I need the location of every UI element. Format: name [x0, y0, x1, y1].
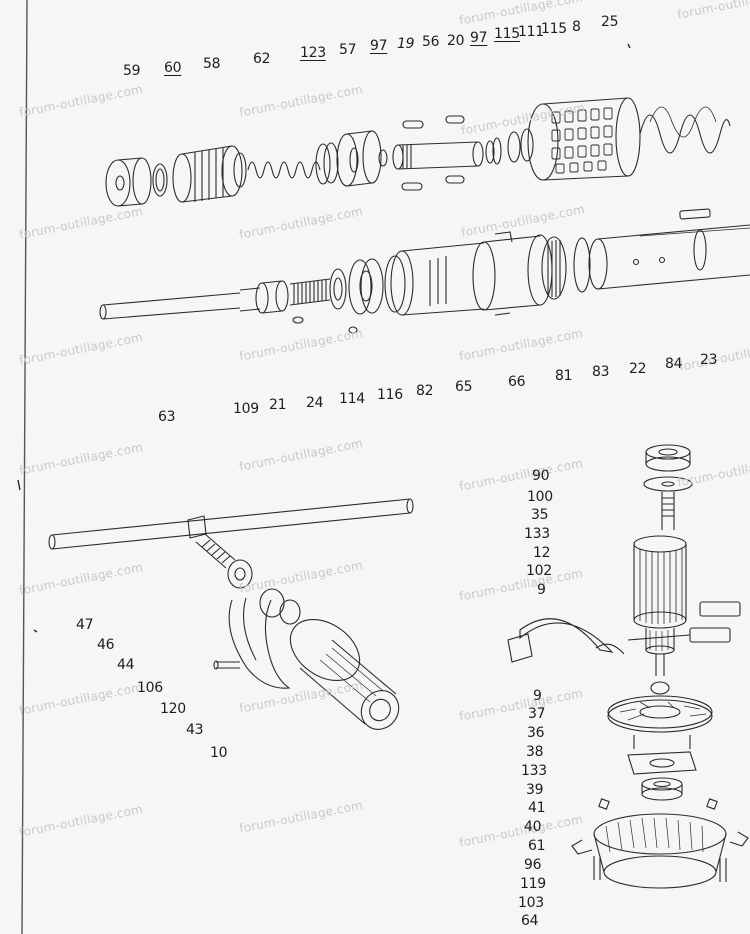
- part-callout: 9: [537, 582, 546, 598]
- part-callout: 20: [447, 33, 465, 49]
- part-callout: 40: [524, 819, 542, 835]
- part-callout: 115: [494, 26, 520, 42]
- part-callout: 119: [520, 876, 546, 892]
- part-callout: 115: [541, 21, 567, 37]
- part-callout: 58: [203, 56, 221, 72]
- part-callout: 133: [524, 526, 550, 542]
- part-callout: 97: [470, 30, 488, 46]
- part-callout: 120: [160, 701, 186, 717]
- part-callout: 10: [210, 745, 228, 761]
- part-callout: 103: [518, 895, 544, 911]
- part-callout: 116: [377, 387, 403, 403]
- part-callout: 22: [629, 361, 647, 377]
- page-border-line: [21, 0, 28, 934]
- part-callout: 82: [416, 383, 434, 399]
- part-callout: 37: [528, 706, 546, 722]
- part-callout: 23: [700, 352, 718, 368]
- part-callout: 59: [123, 63, 141, 79]
- part-callout: 21: [269, 397, 287, 413]
- part-callout: 65: [455, 379, 473, 395]
- part-callout: 41: [528, 800, 546, 816]
- part-callout: 90: [532, 468, 550, 484]
- part-callout: 84: [665, 356, 683, 372]
- part-callout: 12: [533, 545, 551, 561]
- part-callout: 123: [300, 45, 326, 61]
- part-callout: 36: [527, 725, 545, 741]
- part-callout: 64: [521, 913, 539, 929]
- part-callout: 9: [533, 688, 542, 704]
- part-callout: 39: [526, 782, 544, 798]
- motor-assembly-drawing: [507, 444, 749, 889]
- part-callout: 25: [601, 14, 619, 30]
- part-callout: 60: [164, 60, 182, 76]
- part-callout: 8: [572, 19, 581, 35]
- part-callout: 38: [526, 744, 544, 760]
- part-callout: 63: [158, 409, 176, 425]
- part-callout: 62: [253, 51, 271, 67]
- part-callout: 97: [370, 38, 388, 54]
- middle-assembly-drawing: [99, 208, 750, 334]
- part-callout: 102: [526, 563, 552, 579]
- part-callout: 109: [233, 401, 259, 417]
- part-callout: 57: [339, 42, 357, 58]
- part-callout: 43: [186, 722, 204, 738]
- part-callout: 19: [397, 36, 415, 52]
- part-callout: 106: [137, 680, 163, 696]
- top-assembly-drawing: [105, 97, 731, 207]
- part-callout: 47: [76, 617, 94, 633]
- part-callout: 81: [555, 368, 573, 384]
- part-callout: 24: [306, 395, 324, 411]
- part-callout: 61: [528, 838, 546, 854]
- part-callout: 111: [518, 24, 544, 40]
- part-callout: 46: [97, 637, 115, 653]
- part-callout: 83: [592, 364, 610, 380]
- part-callout: 35: [531, 507, 549, 523]
- part-callout: 114: [339, 391, 365, 407]
- part-callout: 96: [524, 857, 542, 873]
- part-callout: 56: [422, 34, 440, 50]
- part-callout: 44: [117, 657, 135, 673]
- side-handle-drawing: [48, 498, 414, 730]
- part-callout: 66: [508, 374, 526, 390]
- part-callout: 133: [521, 763, 547, 779]
- part-callout: 100: [527, 489, 553, 505]
